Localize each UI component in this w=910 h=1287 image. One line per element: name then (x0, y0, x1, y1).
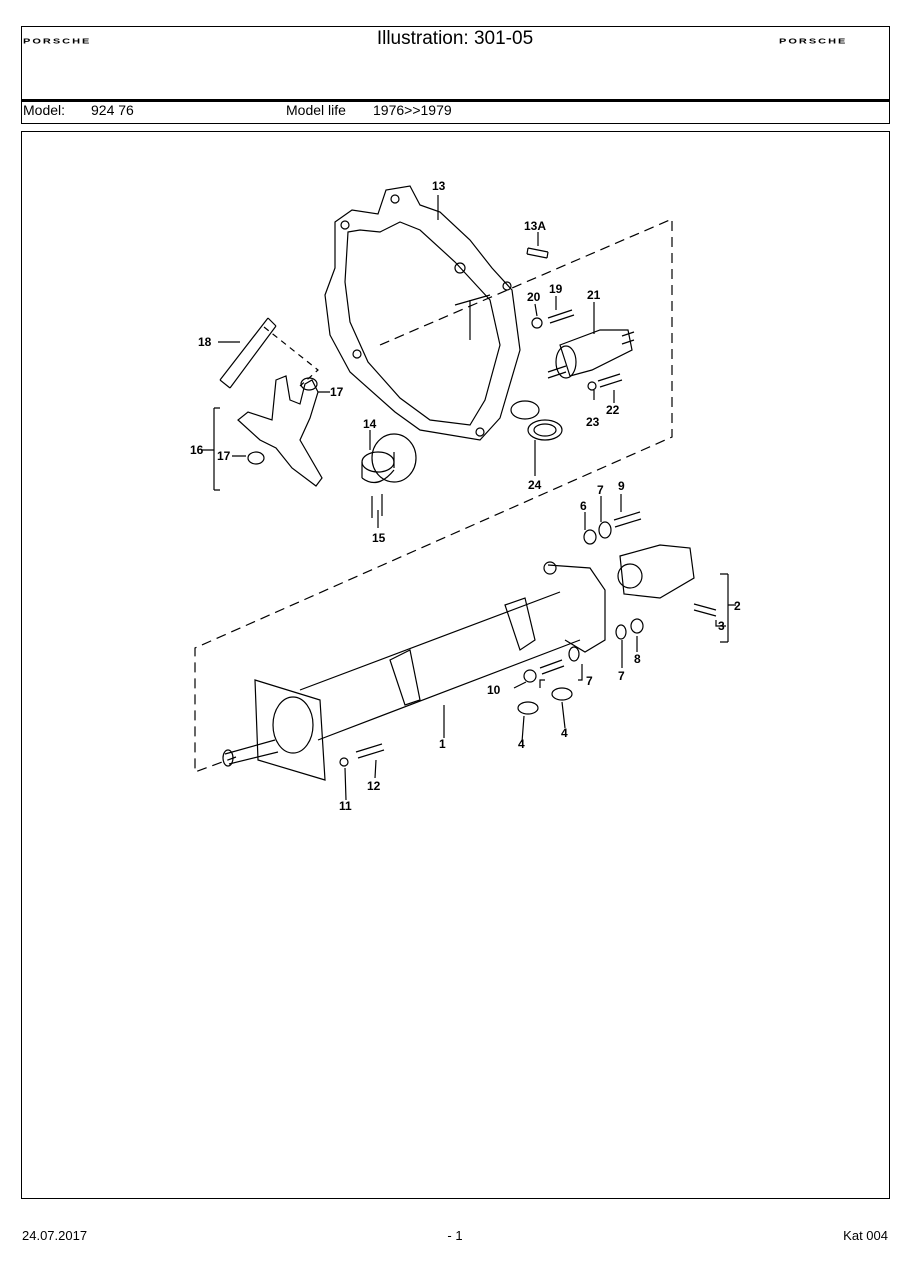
callout-10: 10 (487, 683, 501, 697)
porsche-logo-left: PORSCHE (23, 37, 92, 46)
footer-catalog: Kat 004 (843, 1228, 888, 1243)
callout-13: 13 (432, 179, 446, 193)
callout-16: 16 (190, 443, 204, 457)
callout-8: 8 (634, 652, 641, 666)
callout-7-right: 7 (618, 669, 625, 683)
slave-cylinder (559, 329, 633, 377)
page-title: Illustration: 301-05 (376, 28, 534, 49)
central-tube (299, 591, 581, 741)
footer-page-number: - 1 (447, 1228, 463, 1243)
callout-22: 22 (606, 403, 620, 417)
callout-1: 1 (439, 737, 446, 751)
header-divider (21, 99, 890, 102)
illustration-frame (21, 131, 890, 1199)
model-value: 924 76 (91, 102, 134, 118)
clutch-release-fork (237, 375, 323, 487)
callout-21: 21 (587, 288, 601, 302)
callout-17-upper: 17 (330, 385, 344, 399)
model-label: Model: (23, 102, 66, 118)
footer-date: 24.07.2017 (22, 1228, 88, 1243)
callout-2: 2 (734, 599, 741, 613)
callout-23: 23 (586, 415, 600, 429)
callout-3: 3 (718, 619, 725, 633)
callout-11: 11 (339, 799, 352, 813)
callout-4-right: 4 (561, 726, 568, 740)
porsche-logo-right: PORSCHE (779, 37, 848, 46)
callout-4-left: 4 (518, 737, 525, 751)
dashed-group-outline (194, 218, 673, 773)
callout-13a: 13A (524, 219, 546, 233)
header-frame (21, 26, 890, 124)
callout-20: 20 (527, 290, 541, 304)
mount-bracket (619, 544, 695, 599)
callout-18: 18 (198, 335, 212, 349)
callout-24: 24 (528, 478, 542, 492)
callout-17-lower: 17 (217, 449, 231, 463)
callout-14: 14 (363, 417, 377, 431)
model-life-value: 1976>>1979 (373, 102, 452, 118)
model-life-label: Model life (286, 102, 346, 118)
clutch-housing (324, 185, 521, 441)
callout-12: 12 (367, 779, 381, 793)
callout-9: 9 (618, 479, 625, 493)
callout-6: 6 (580, 499, 587, 513)
callout-7-mid: 7 (586, 674, 593, 688)
callout-19: 19 (549, 282, 563, 296)
callout-15: 15 (372, 531, 386, 545)
callout-7-top: 7 (597, 483, 604, 497)
